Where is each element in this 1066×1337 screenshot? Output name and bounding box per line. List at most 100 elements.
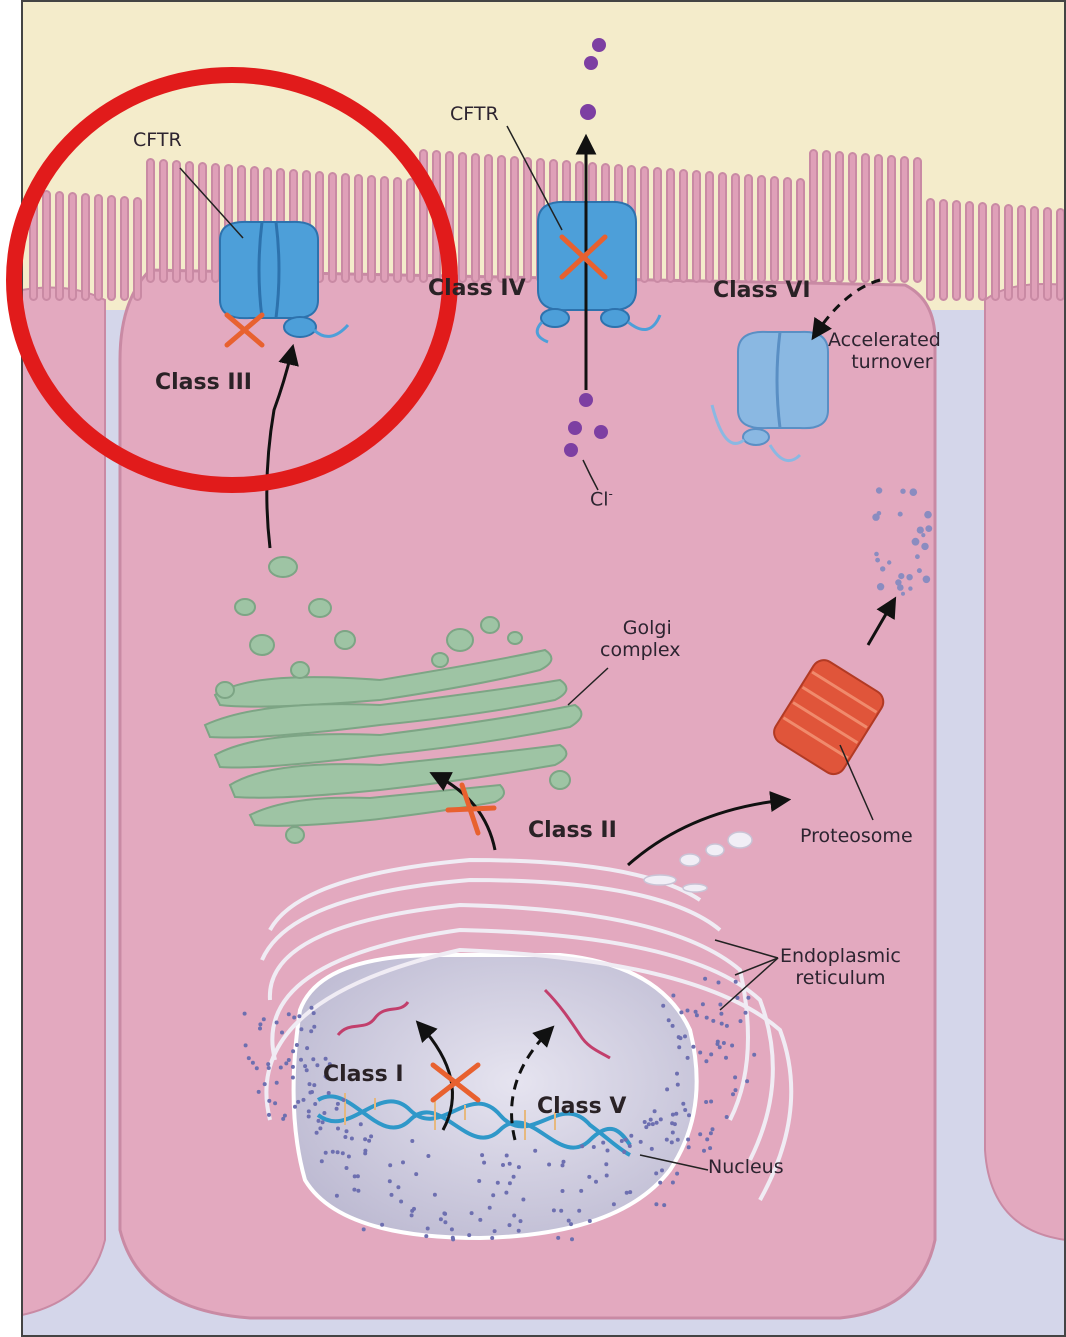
golgi-text: Golgi	[614, 618, 681, 640]
turnover-text: turnover	[843, 352, 941, 374]
ribosome-dot	[552, 1208, 556, 1212]
accelerated-text: Accelerated	[828, 330, 941, 352]
right-neighbor-cell	[985, 284, 1066, 1240]
microvillus	[1031, 207, 1038, 300]
ribosome-dot	[653, 1109, 657, 1113]
ribosome-dot	[295, 1043, 299, 1047]
ribosome-dot	[559, 1209, 563, 1213]
ribosome-dot	[655, 1121, 659, 1125]
ribosome-dot	[311, 1057, 315, 1061]
ribosome-dot	[716, 1040, 720, 1044]
ribosome-dot	[310, 1090, 314, 1094]
ribosome-dot	[731, 1092, 735, 1096]
ribosome-dot	[659, 1117, 663, 1121]
ribosome-dot	[243, 1012, 247, 1016]
microvillus	[667, 169, 674, 282]
ribosome-dot	[651, 1122, 655, 1126]
microvillus	[680, 170, 687, 282]
ribosome-dot	[426, 1227, 430, 1231]
microvillus	[784, 178, 791, 282]
peptide-fragment	[897, 584, 904, 591]
ribosome-dot	[622, 1150, 626, 1154]
ribosome-dot	[661, 1004, 665, 1008]
ribosome-dot	[307, 1115, 311, 1119]
ribosome-dot	[601, 1141, 605, 1145]
ribosome-dot	[686, 1009, 690, 1013]
ribosome-dot	[718, 1045, 722, 1049]
ribosome-dot	[643, 1120, 647, 1124]
ribosome-dot	[654, 1171, 658, 1175]
microvillus	[706, 172, 713, 282]
ribosome-dot	[267, 1113, 271, 1117]
microvillus	[472, 154, 479, 282]
peptide-fragment	[877, 583, 884, 590]
ribosome-dot	[263, 1082, 267, 1086]
ribosome-dot	[312, 1083, 316, 1087]
microvillus	[329, 173, 336, 282]
ribosome-dot	[470, 1211, 474, 1215]
microvillus	[69, 193, 76, 300]
ribosome-dot	[324, 1151, 328, 1155]
ribosome-dot	[287, 1012, 291, 1016]
ribosome-dot	[424, 1234, 428, 1238]
ribosome-dot	[251, 1061, 255, 1065]
microvillus	[992, 204, 999, 300]
ribosome-dot	[320, 1159, 324, 1163]
ribosome-dot	[426, 1154, 430, 1158]
ribosome-dot	[363, 1137, 367, 1141]
ribosome-dot	[702, 1149, 706, 1153]
microvillus	[134, 198, 141, 300]
microvillus	[160, 160, 167, 282]
ribosome-dot	[639, 1140, 643, 1144]
endoplasmic-reticulum-label: Endoplasmic reticulum	[780, 946, 901, 990]
ribosome-dot	[258, 1022, 262, 1026]
ribosome-dot	[356, 1189, 360, 1193]
microvillus	[901, 157, 908, 282]
ribosome-dot	[262, 1017, 266, 1021]
ribosome-dot	[705, 1137, 709, 1141]
ribosome-dot	[322, 1111, 326, 1115]
ribosome-dot	[401, 1160, 405, 1164]
ribosome-dot	[687, 1113, 691, 1117]
ribosome-dot	[508, 1223, 512, 1227]
ribosome-dot	[477, 1179, 481, 1183]
ribosome-dot	[308, 1082, 312, 1086]
ribosome-dot	[517, 1165, 521, 1169]
ribosome-dot	[675, 1172, 679, 1176]
ribosome-dot	[303, 1064, 307, 1068]
ribosome-dot	[467, 1233, 471, 1237]
ribosome-dot	[482, 1161, 486, 1165]
ribosome-dot	[273, 1101, 277, 1105]
ribosome-dot	[512, 1214, 516, 1218]
microvillus	[394, 178, 401, 282]
ribosome-dot	[299, 1027, 303, 1031]
ribosome-dot	[410, 1213, 414, 1217]
ribosome-dot	[567, 1219, 571, 1223]
golgi-complex-label: Golgi complex	[600, 618, 681, 662]
ribosome-dot	[533, 1149, 537, 1153]
ribosome-dot	[313, 1102, 317, 1106]
ribosome-dot	[480, 1153, 484, 1157]
microvillus	[43, 191, 50, 300]
ribosome-dot	[734, 980, 738, 984]
ribosome-dot	[746, 996, 750, 1000]
reticulum-text: reticulum	[780, 968, 901, 990]
ribosome-dot	[267, 1066, 271, 1070]
ribosome-dot	[594, 1180, 598, 1184]
microvillus	[524, 158, 531, 282]
ribosome-dot	[733, 1075, 737, 1079]
ribosome-dot	[390, 1193, 394, 1197]
ribosome-dot	[671, 1024, 675, 1028]
ribosome-dot	[293, 1105, 297, 1109]
peptide-fragment	[875, 558, 880, 563]
ribosome-dot	[505, 1154, 509, 1158]
microvillus	[1044, 208, 1051, 300]
ribosome-dot	[305, 1046, 309, 1050]
ribosome-dot	[442, 1211, 446, 1215]
ribosome-dot	[410, 1139, 414, 1143]
complex-text: complex	[600, 640, 681, 662]
ribosome-dot	[443, 1220, 447, 1224]
microvillus	[82, 194, 89, 300]
